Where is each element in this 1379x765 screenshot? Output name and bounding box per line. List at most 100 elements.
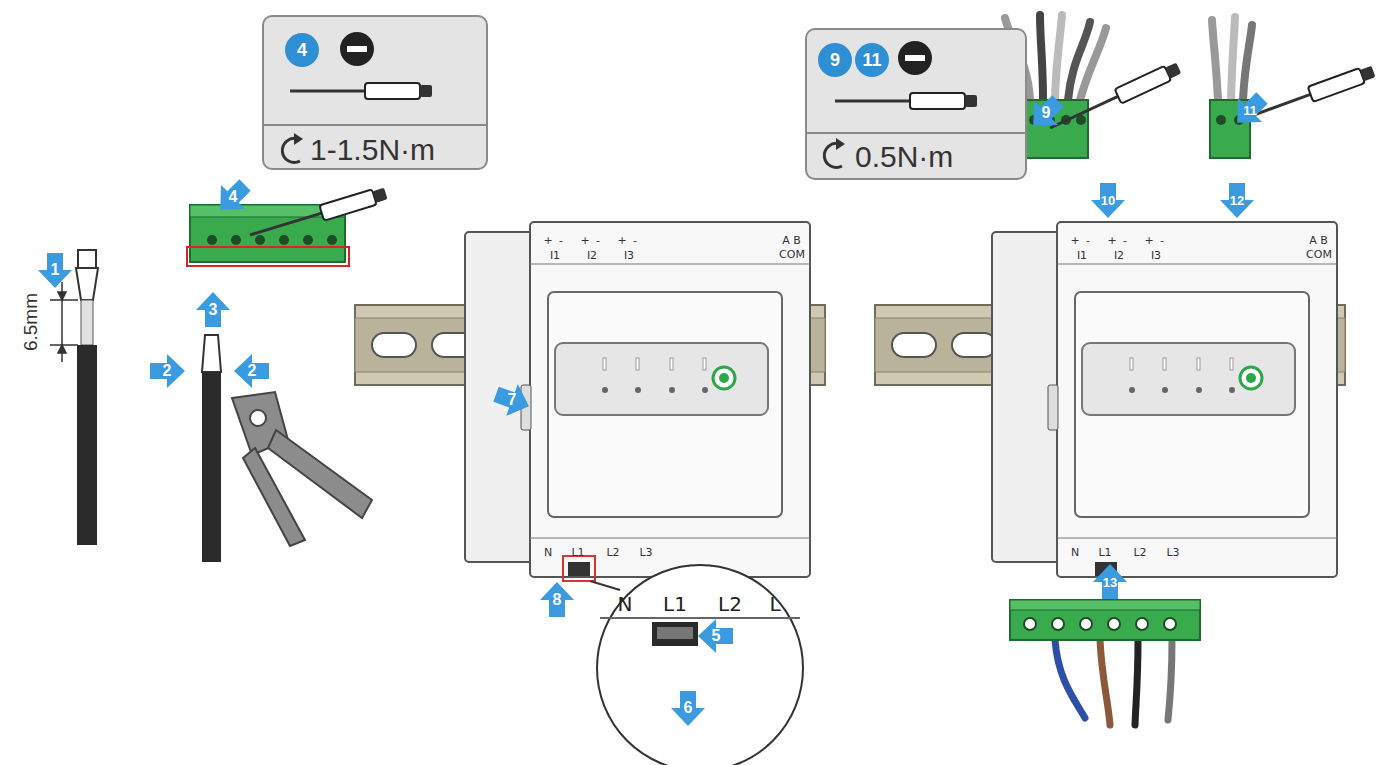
terminal-label: L2 xyxy=(606,547,619,558)
step-arrow xyxy=(196,292,230,327)
callout-number: 7 xyxy=(508,392,517,408)
step-arrow xyxy=(1093,564,1127,599)
wire-bundle xyxy=(1243,25,1252,100)
terminal-slot xyxy=(563,556,595,581)
dimension-line xyxy=(58,345,66,353)
step-arrow xyxy=(698,619,733,653)
step-arrow xyxy=(38,253,72,288)
terminal-label: L xyxy=(769,594,780,614)
terminal-label: COM xyxy=(1306,249,1332,260)
step-arrow xyxy=(1091,183,1125,218)
torque-box: 41-1.5N·m xyxy=(262,15,488,170)
terminal-block xyxy=(303,235,313,245)
terminal-label: L1 xyxy=(663,594,687,614)
callout-number: 12 xyxy=(1230,194,1244,207)
mains-wire xyxy=(1168,640,1172,720)
terminal-label: L3 xyxy=(639,547,652,558)
step-arrow xyxy=(1220,183,1254,218)
terminal-label: L2 xyxy=(1133,547,1146,558)
terminal-label: + xyxy=(543,235,552,246)
zoom-circle xyxy=(657,627,693,639)
callout-number: 5 xyxy=(712,628,721,644)
ferrule xyxy=(76,268,98,300)
terminal-label: L3 xyxy=(1166,547,1179,558)
stripped-wire xyxy=(77,345,97,545)
zoom-circle xyxy=(597,565,803,765)
dimension-line xyxy=(50,299,78,301)
torque-value: 1-1.5N·m xyxy=(310,135,435,165)
terminal-label: A xyxy=(782,235,790,246)
step-badge: 11 xyxy=(855,43,889,77)
terminal-label: - xyxy=(633,235,637,246)
terminal-label: - xyxy=(596,235,600,246)
terminal-slot xyxy=(590,581,620,590)
terminal-label: L1 xyxy=(1098,547,1111,558)
dimension-line xyxy=(58,292,66,300)
rotate-icon xyxy=(282,133,845,167)
callout-number: 8 xyxy=(553,592,562,608)
terminal-block xyxy=(1010,600,1200,610)
torque-box: 911 0.5N·m xyxy=(805,28,1027,180)
step-badge: 9 xyxy=(818,43,852,77)
terminal-label: - xyxy=(1160,235,1164,246)
step-arrow xyxy=(38,86,1274,726)
zoom-circle xyxy=(652,622,698,646)
terminal-block xyxy=(1010,600,1200,640)
screwdriver xyxy=(248,186,388,243)
step-arrow xyxy=(540,582,574,617)
terminal-block xyxy=(255,235,265,245)
terminal-block xyxy=(1052,618,1064,630)
ferrule xyxy=(78,250,96,268)
terminal-block xyxy=(187,247,349,266)
dimension-line xyxy=(50,282,78,362)
terminal-label: I2 xyxy=(587,250,597,261)
energy-meter xyxy=(465,222,810,577)
terminal-block xyxy=(1010,600,1200,640)
terminal-label: A xyxy=(1309,235,1317,246)
callout-number: 6 xyxy=(684,700,693,716)
mains-wire xyxy=(1135,640,1138,725)
terminal-label: I3 xyxy=(624,250,634,261)
terminal-label: + xyxy=(580,235,589,246)
screwdriver xyxy=(1047,61,1182,136)
callout-number: 2 xyxy=(163,363,172,379)
torque-value: 0.5N·m xyxy=(855,142,953,172)
terminal-label: + xyxy=(1144,235,1153,246)
terminal-label: N xyxy=(544,547,552,558)
callout-number: 9 xyxy=(1042,105,1051,121)
step-arrow xyxy=(490,378,535,422)
callout-number: 3 xyxy=(209,302,218,318)
screwdriver xyxy=(248,186,388,243)
terminal-label: - xyxy=(1123,235,1127,246)
callout-number: 11 xyxy=(1243,104,1257,117)
terminal-block xyxy=(1216,115,1226,125)
energy-meter xyxy=(992,222,1337,577)
step-arrow xyxy=(208,173,257,222)
terminal-label: L1 xyxy=(571,547,584,558)
step-arrow xyxy=(1225,86,1274,135)
terminal-block xyxy=(327,235,337,245)
stripped-wire xyxy=(81,300,93,345)
terminal-label: N xyxy=(618,594,633,614)
terminal-block xyxy=(279,235,289,245)
terminal-block xyxy=(1136,618,1148,630)
wire-bundle xyxy=(1080,28,1106,100)
terminal-label: + xyxy=(1107,235,1116,246)
terminal-label: I1 xyxy=(550,250,560,261)
terminal-block xyxy=(231,235,241,245)
terminal-block xyxy=(1108,618,1120,630)
mains-wire xyxy=(1055,640,1172,725)
zoom-circle xyxy=(597,565,803,765)
terminal-label: - xyxy=(1086,235,1090,246)
terminal-label: - xyxy=(559,235,563,246)
energy-meter xyxy=(465,222,1337,577)
terminal-label: I1 xyxy=(1077,250,1087,261)
callout-number: 1 xyxy=(51,262,60,278)
zoom-circle xyxy=(600,617,800,619)
crimped-wire xyxy=(202,335,221,372)
ferrule xyxy=(76,250,98,300)
terminal-label: I3 xyxy=(1151,250,1161,261)
